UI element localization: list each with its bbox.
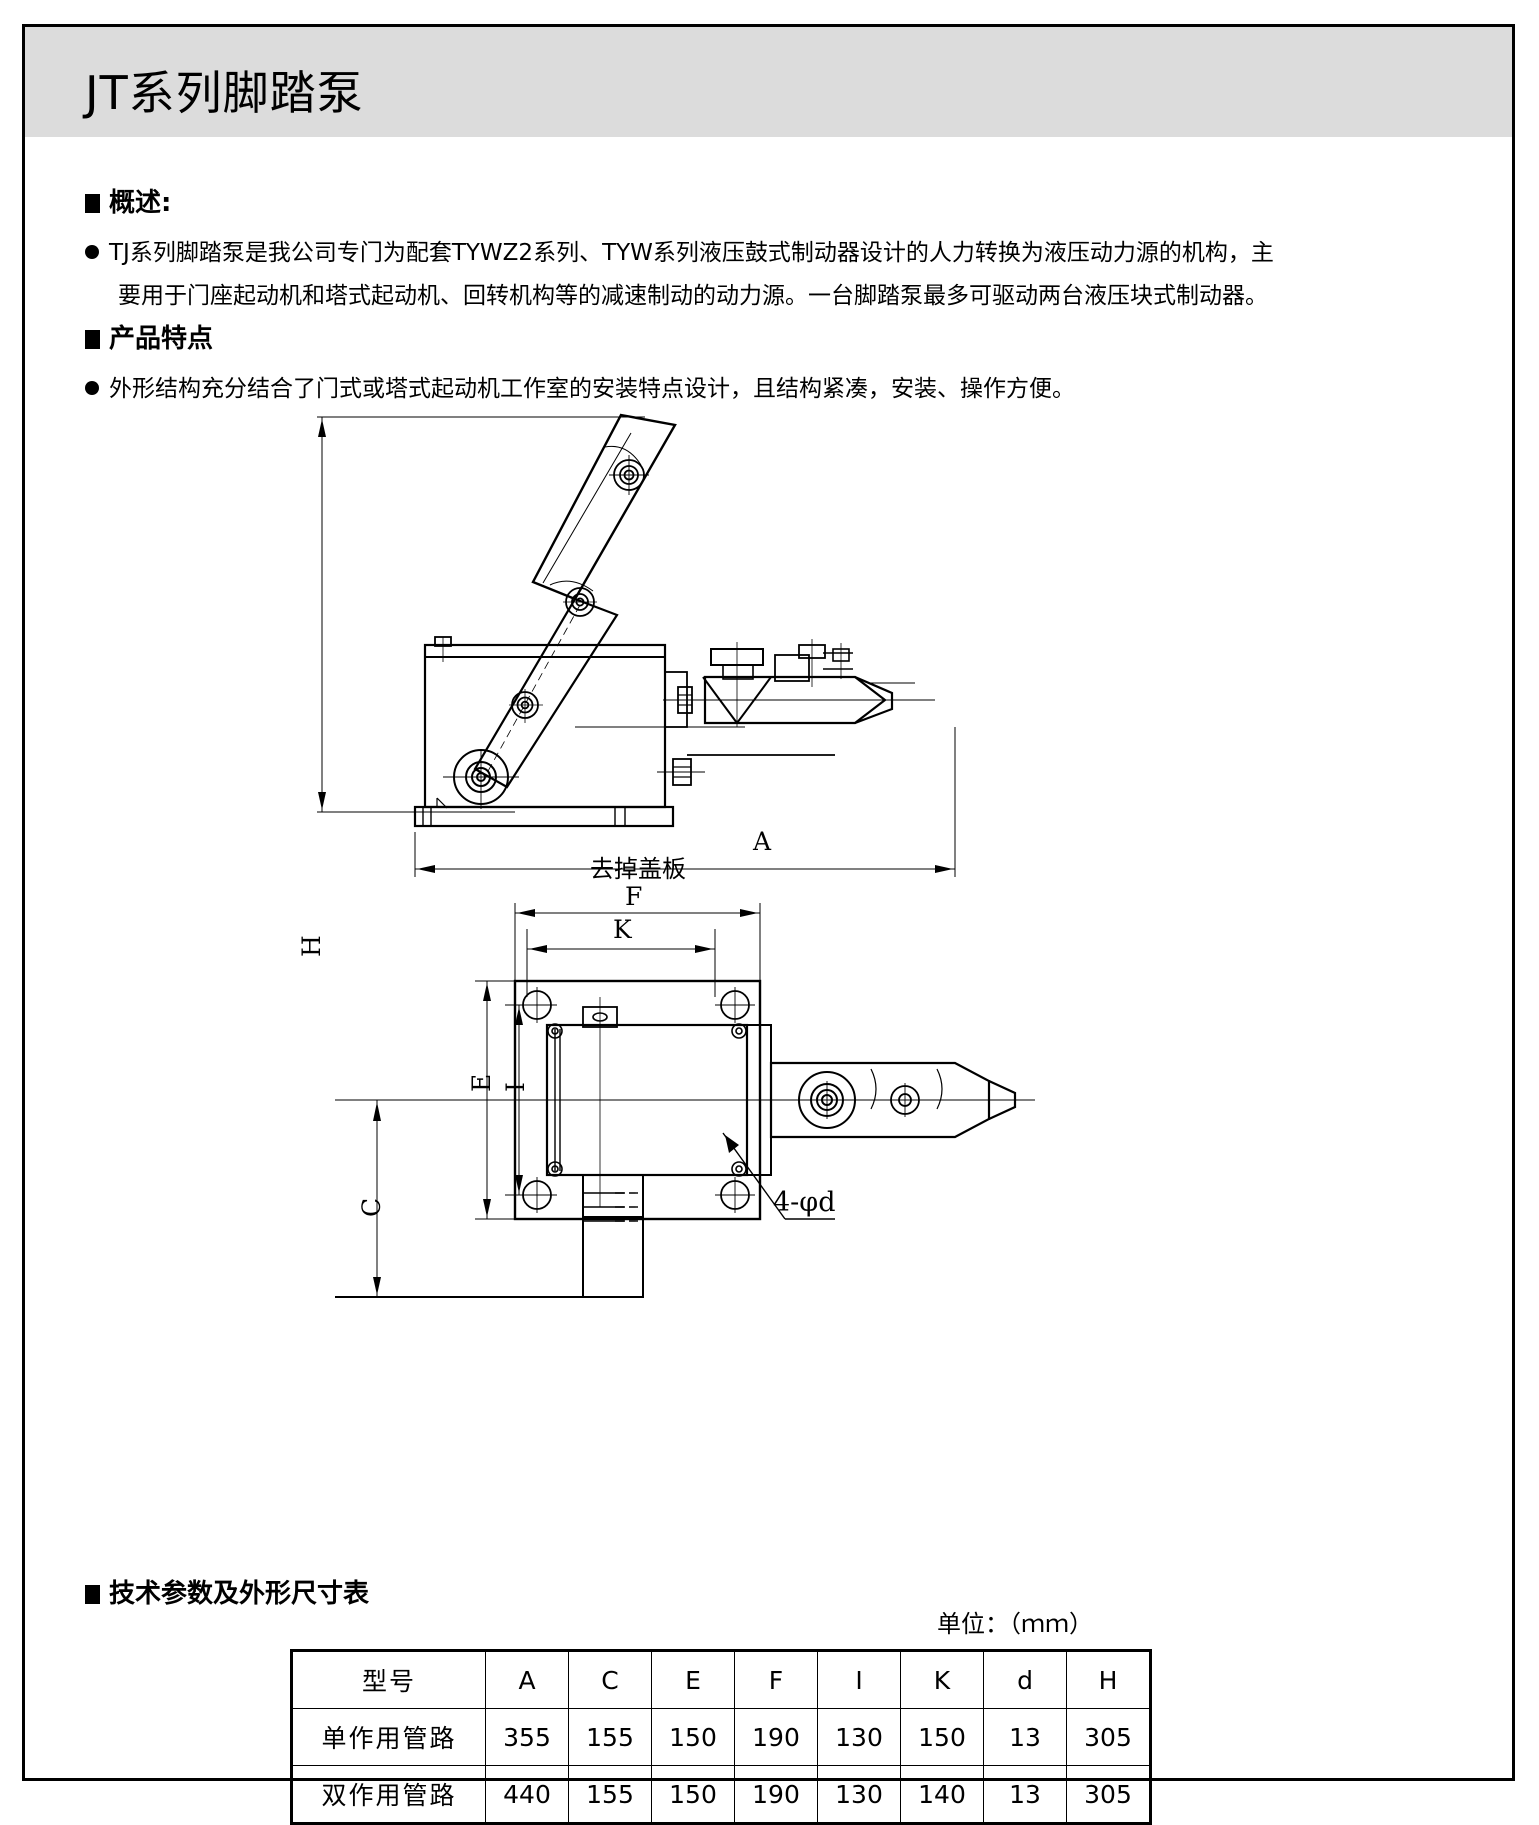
- col-header-k: K: [900, 1649, 984, 1709]
- table-row: 单作用管路 355 155 150 190 130 150 13 305: [290, 1708, 1152, 1766]
- dim-label-f: F: [625, 882, 643, 911]
- row-value-d: 13: [983, 1708, 1067, 1766]
- features-line-1-text: 外形结构充分结合了门式或塔式起动机工作室的安装特点设计，且结构紧凑，安装、操作方…: [109, 376, 1075, 402]
- col-header-model: 型号: [290, 1649, 486, 1709]
- unit-note: 单位：（ｍｍ）: [937, 1610, 1093, 1638]
- dot-bullet-icon: [85, 381, 99, 395]
- dim-label-a: A: [753, 827, 772, 856]
- row-value-h: 305: [1066, 1765, 1152, 1825]
- header-band: JT系列脚踏泵: [25, 27, 1512, 137]
- side-view-drawing: H A: [275, 387, 975, 957]
- side-view-svg: [317, 413, 956, 882]
- dim-label-c: C: [357, 1197, 386, 1217]
- row-value-c: 155: [568, 1708, 652, 1766]
- features-line-1: 外形结构充分结合了门式或塔式起动机工作室的安装特点设计，且结构紧凑，安装、操作方…: [85, 368, 1075, 411]
- plan-view-drawing: 去掉盖板 F K E I C 4-φd: [315, 855, 1075, 1317]
- square-bullet-icon: [85, 194, 100, 213]
- col-header-c: C: [568, 1649, 652, 1709]
- col-header-h: H: [1066, 1649, 1152, 1709]
- square-bullet-icon: [85, 1585, 100, 1604]
- table-header-row: 型号 A C E F I K d H: [290, 1649, 1152, 1709]
- overview-heading-text: 概述:: [109, 188, 172, 218]
- col-header-f: F: [734, 1649, 818, 1709]
- hole-note-4-phi-d: 4-φd: [773, 1187, 836, 1218]
- row-value-i: 130: [817, 1765, 901, 1825]
- row-value-i: 130: [817, 1708, 901, 1766]
- plan-view-svg: [335, 903, 1035, 1298]
- row-value-k: 150: [900, 1708, 984, 1766]
- overview-line-2-text: 要用于门座起动机和塔式起动机、回转机构等的减速制动的动力源。一台脚踏泵最多可驱动…: [118, 283, 1268, 309]
- row-value-e: 150: [651, 1765, 735, 1825]
- features-heading: 产品特点: [85, 318, 213, 355]
- dim-label-i: I: [501, 1082, 530, 1092]
- dim-label-k: K: [613, 915, 632, 944]
- overview-line-2: 要用于门座起动机和塔式起动机、回转机构等的减速制动的动力源。一台脚踏泵最多可驱动…: [118, 275, 1268, 318]
- features-heading-text: 产品特点: [109, 324, 214, 354]
- table-row: 双作用管路 440 155 150 190 130 140 13 305: [290, 1765, 1152, 1825]
- page-frame: JT系列脚踏泵 概述: TJ系列脚踏泵是我公司专门为配套TYWZ2系列、TYW系…: [22, 24, 1515, 1825]
- col-header-i: I: [817, 1649, 901, 1709]
- dim-label-e: E: [467, 1073, 496, 1092]
- row-value-k: 140: [900, 1765, 984, 1825]
- col-header-e: E: [651, 1649, 735, 1709]
- page-title: JT系列脚踏泵: [85, 66, 364, 120]
- table-section-heading-text: 技术参数及外形尺寸表: [109, 1579, 370, 1609]
- row-value-e: 150: [651, 1708, 735, 1766]
- row-value-a: 355: [485, 1708, 569, 1766]
- row-value-c: 155: [568, 1765, 652, 1825]
- row-value-a: 440: [485, 1765, 569, 1825]
- overview-line-1-text: TJ系列脚踏泵是我公司专门为配套TYWZ2系列、TYW系列液压鼓式制动器设计的人…: [109, 240, 1274, 266]
- square-bullet-icon: [85, 330, 100, 349]
- col-header-d: d: [983, 1649, 1067, 1709]
- table-section-heading: 技术参数及外形尺寸表: [85, 1573, 369, 1610]
- overview-heading: 概述:: [85, 182, 171, 219]
- dot-bullet-icon: [85, 245, 99, 259]
- row-value-f: 190: [734, 1765, 818, 1825]
- overview-line-1: TJ系列脚踏泵是我公司专门为配套TYWZ2系列、TYW系列液压鼓式制动器设计的人…: [85, 232, 1274, 275]
- col-header-a: A: [485, 1649, 569, 1709]
- row-model: 单作用管路: [290, 1708, 486, 1766]
- row-model: 双作用管路: [290, 1765, 486, 1825]
- row-value-h: 305: [1066, 1708, 1152, 1766]
- spec-table: 型号 A C E F I K d H 单作用管路 355 155 150 190…: [290, 1649, 1152, 1825]
- row-value-f: 190: [734, 1708, 818, 1766]
- plan-note-cover: 去掉盖板: [590, 855, 686, 883]
- row-value-d: 13: [983, 1765, 1067, 1825]
